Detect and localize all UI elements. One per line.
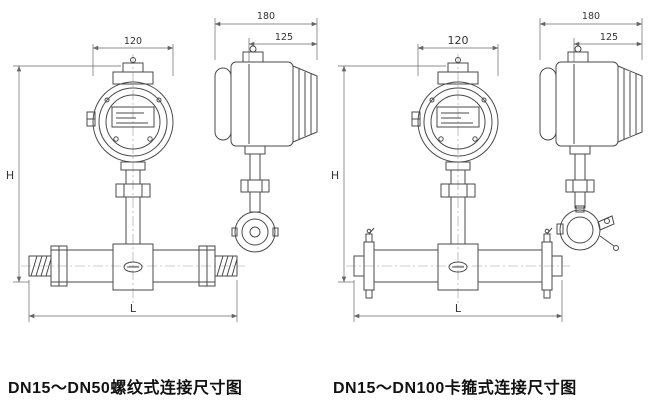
threaded-end-right — [214, 255, 237, 277]
center-lines — [20, 54, 245, 304]
dim-length: L — [353, 280, 562, 322]
dim-label-H: H — [330, 169, 338, 182]
clamp-end-right — [541, 227, 562, 299]
left-figure: 120 H L — [5, 11, 317, 397]
triclamp-ferrule-end-view — [556, 205, 619, 251]
dim-head-width: 120 — [417, 34, 498, 76]
side-housing — [539, 45, 642, 147]
dim-label-H: H — [5, 169, 13, 182]
front-view: 120 H L — [5, 36, 237, 322]
dim-length: L — [28, 280, 237, 322]
right-figure: 120 H L — [325, 0, 650, 412]
dim-head-width: 120 — [92, 36, 173, 76]
side-stem — [565, 145, 594, 209]
dim-side-body: 125 — [573, 32, 642, 62]
transmitter-head — [411, 57, 498, 163]
dim-label-125: 125 — [274, 32, 292, 43]
side-stem — [240, 145, 269, 213]
pipe-body-clamp — [353, 227, 562, 299]
side-view: 180 125 — [214, 11, 317, 253]
right-caption: DN15～DN100卡箍式连接尺寸图 — [333, 380, 577, 397]
center-lines — [345, 54, 570, 304]
dim-side-total: 180 — [214, 11, 317, 60]
dim-side-total: 180 — [539, 11, 642, 60]
dim-label-180: 180 — [256, 11, 274, 22]
neck-assembly — [115, 161, 150, 245]
side-view: 180 125 — [539, 11, 642, 251]
left-diagram-drawing: 120 H L — [5, 11, 317, 322]
pipe-body-threaded — [28, 243, 237, 291]
front-view: 120 H L — [330, 34, 562, 322]
dim-label-180: 180 — [581, 11, 599, 22]
dim-side-body: 125 — [248, 32, 317, 62]
transmitter-head — [86, 57, 173, 163]
dim-label-120: 120 — [447, 34, 468, 47]
clamp-end-left — [353, 227, 374, 299]
neck-assembly — [440, 161, 475, 245]
dim-height: H — [5, 65, 121, 283]
side-housing — [214, 45, 317, 147]
dim-label-120: 120 — [123, 36, 141, 47]
dim-height: H — [330, 65, 446, 283]
dim-label-125: 125 — [599, 32, 617, 43]
left-caption: DN15～DN50螺纹式连接尺寸图 — [8, 380, 243, 397]
dim-label-L: L — [454, 302, 461, 315]
dim-label-L: L — [129, 302, 136, 315]
threaded-end-left — [28, 255, 51, 277]
threaded-union-end-view — [231, 211, 278, 253]
right-diagram-drawing: 120 H L — [330, 11, 642, 322]
